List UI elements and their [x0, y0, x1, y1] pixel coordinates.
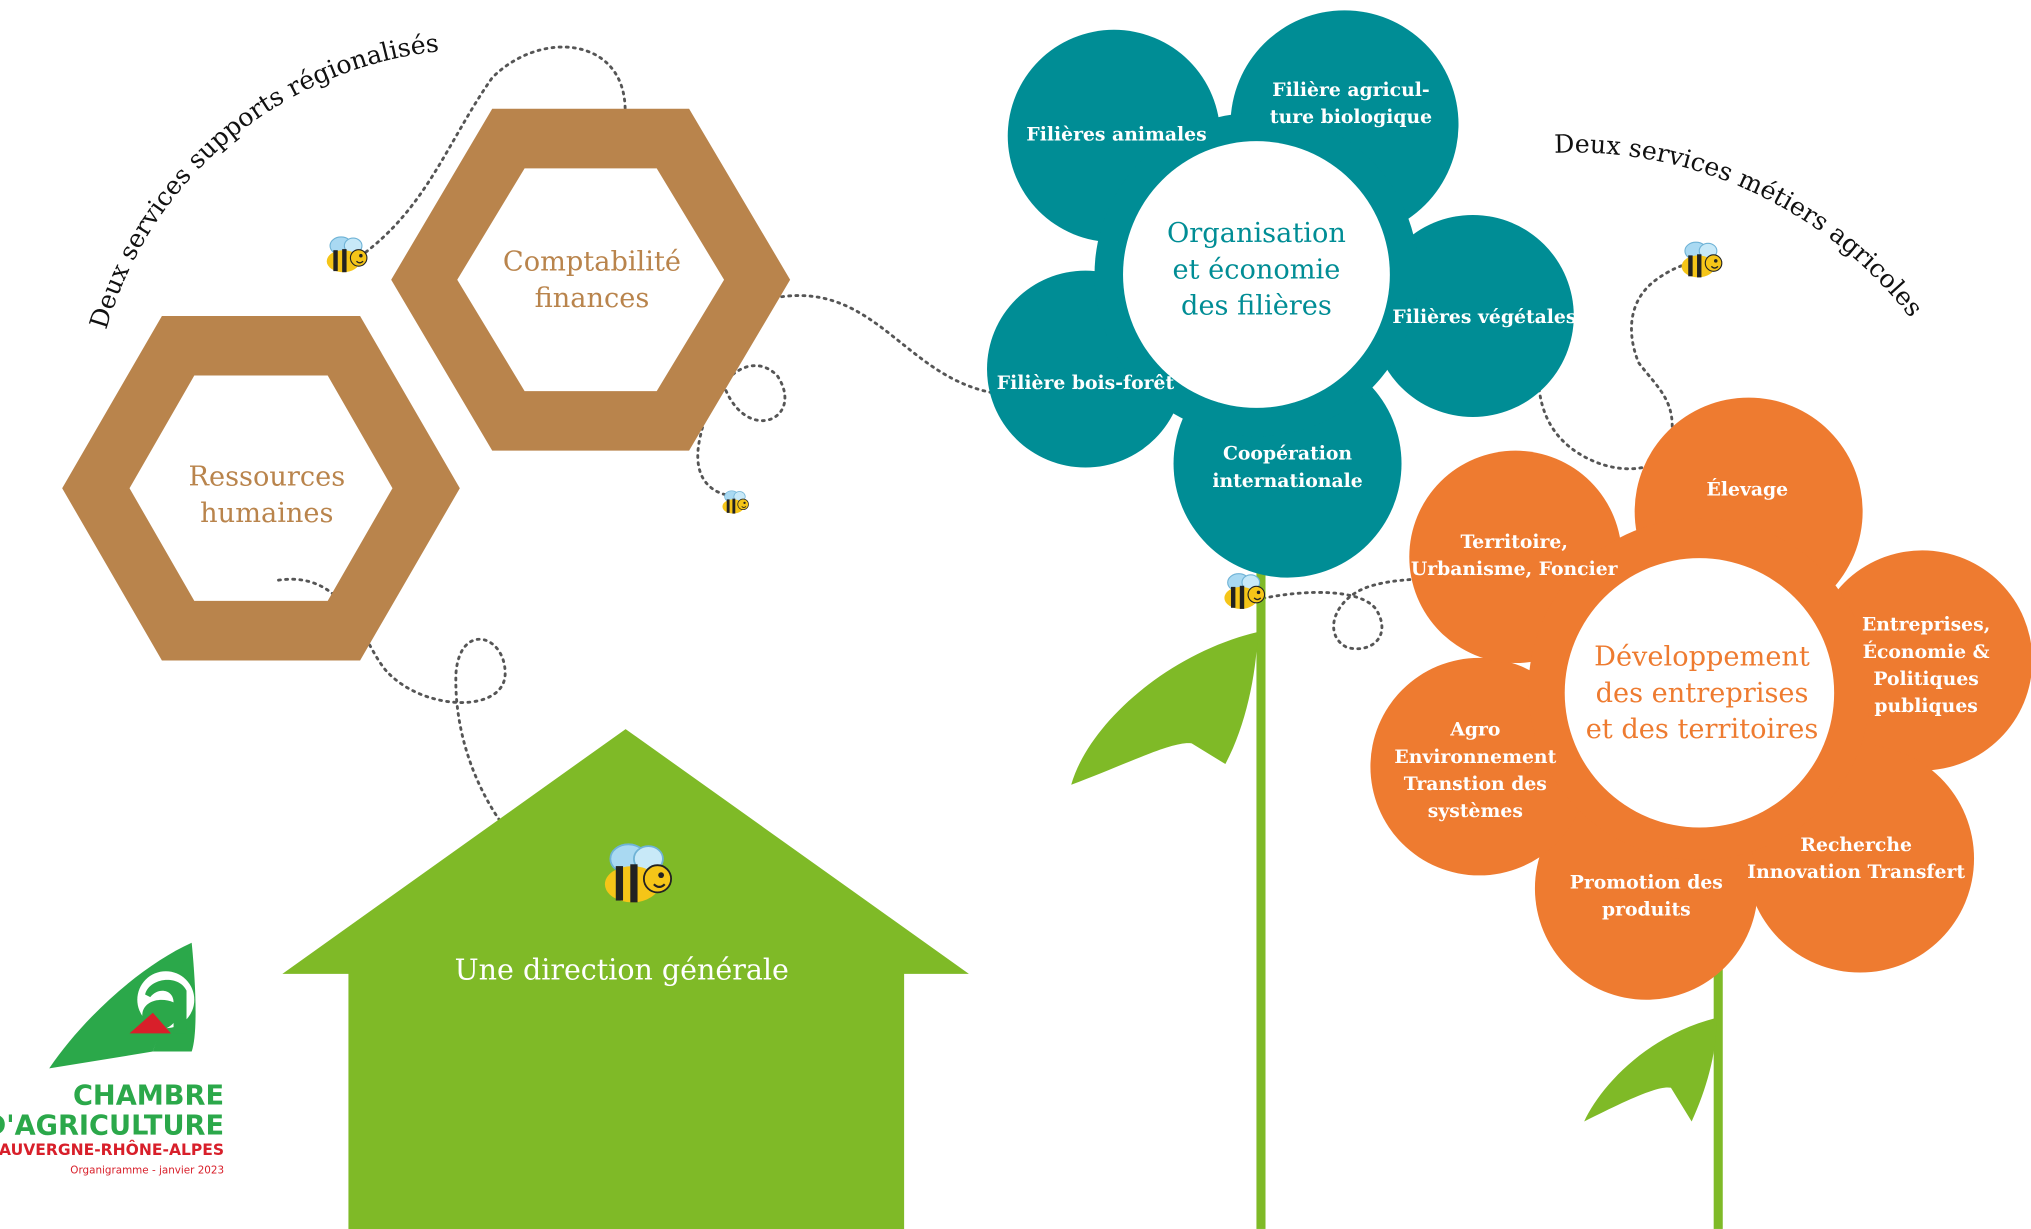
petal-label-agro: Agro Environnement Transtion des système… — [1394, 718, 1557, 823]
teal-flower-stem — [1256, 543, 1266, 1229]
petal-label-elevage: Élevage — [1706, 478, 1789, 501]
petal-label-bois: Filière bois-forêt — [996, 372, 1175, 395]
petal-label-vegetales: Filières végétales — [1392, 306, 1577, 329]
petal-label-recherche: Recherche Innovation Transfert — [1747, 833, 1966, 884]
right-arc-title: Deux services métiers agricoles — [1554, 129, 1929, 322]
logo-mark-icon — [49, 942, 196, 1069]
hexagon-ressources — [62, 315, 460, 661]
hexagon-comptabilite — [391, 108, 791, 451]
teal-center-label: Organisation et économie des filières — [1167, 217, 1346, 322]
orange-flower-leaf — [1584, 1017, 1717, 1122]
orange-center-label: Développement des entreprises et des ter… — [1585, 641, 1819, 745]
orange-flower-center — [1564, 558, 1835, 828]
bee-icon — [722, 490, 749, 515]
direction-generale-label: Une direction générale — [454, 955, 789, 988]
logo-region: AUVERGNE-RHÔNE-ALPES — [0, 1140, 225, 1160]
logo-agriculture: D'AGRICULTURE — [0, 1109, 225, 1141]
left-arc-title: Deux services supports régionalisés — [84, 28, 440, 332]
bee-icon — [326, 236, 368, 273]
bee-icon — [1680, 241, 1723, 279]
petal-label-promotion: Promotion des produits — [1569, 871, 1723, 921]
petal-circle-vegetales — [1371, 214, 1574, 417]
petal-label-cooperation: Coopération internationale — [1212, 442, 1363, 493]
ressources-humaines-label: Ressources humaines — [188, 461, 346, 529]
teal-flower-center — [1123, 141, 1390, 408]
orange-flower-stem — [1713, 958, 1723, 1229]
petal-label-animales: Filières animales — [1026, 123, 1207, 146]
comptabilite-label: Comptabilité finances — [502, 246, 681, 314]
petal-label-entreprises: Entreprises, Économie & Politiques publi… — [1861, 613, 1991, 718]
petal-label-bio: Filière agricul- ture biologique — [1269, 78, 1433, 129]
teal-flower-leaf — [1071, 631, 1258, 785]
petal-label-territoire: Territoire, Urbanisme, Foncier — [1410, 530, 1618, 581]
house-direction — [282, 729, 969, 1229]
logo-chambre: CHAMBRE — [72, 1080, 225, 1112]
logo-date: Organigramme - janvier 2023 — [70, 1164, 225, 1176]
